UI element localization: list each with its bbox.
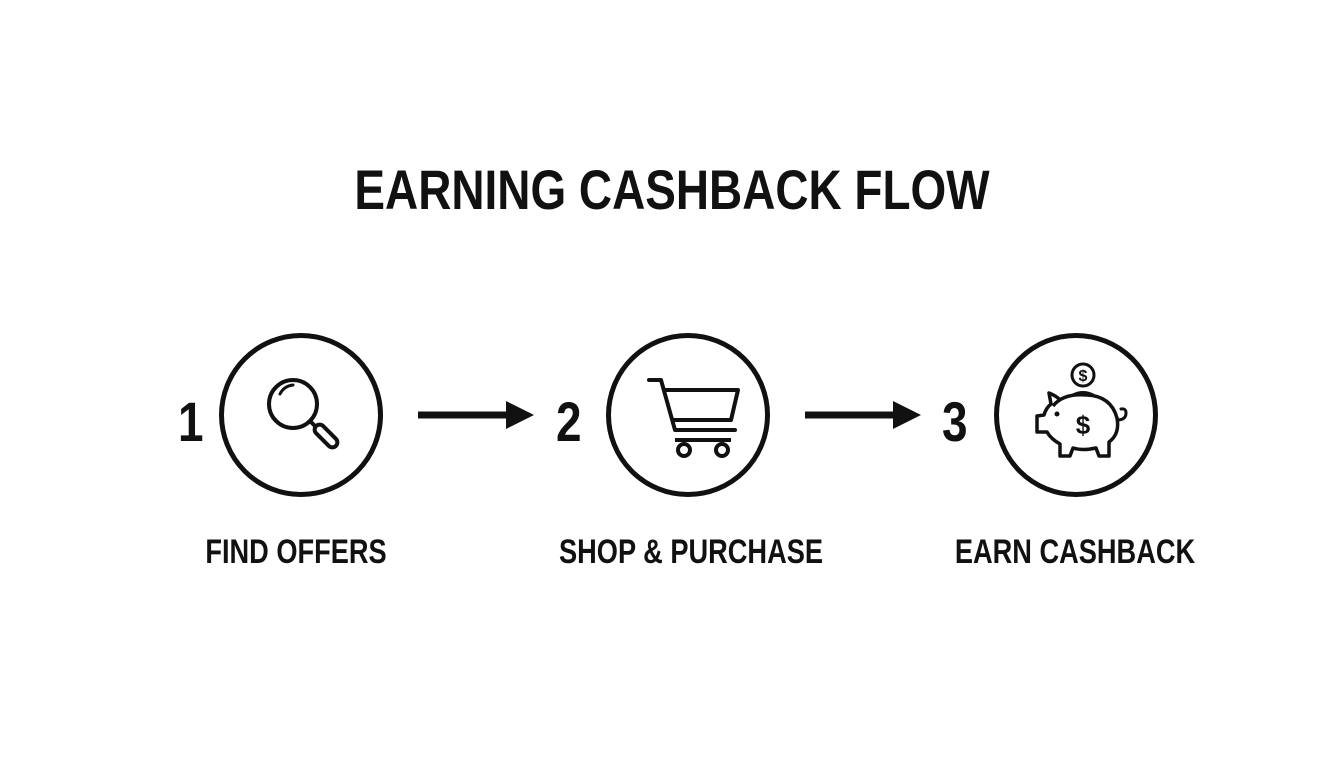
step-3-label: EARN CASHBACK: [954, 533, 1196, 571]
step-1-circle: [219, 333, 383, 497]
piggy-bank-icon: $ $: [1035, 362, 1128, 458]
step-1-label: FIND OFFERS: [205, 533, 387, 571]
diagram-title: EARNING CASHBACK FLOW: [354, 158, 990, 221]
svg-text:$: $: [1076, 410, 1091, 440]
arrow-2-icon: [805, 401, 921, 429]
arrow-1-icon: [418, 401, 534, 429]
step-3-number: 3: [942, 390, 968, 453]
magnifying-glass-icon: [267, 378, 340, 450]
step-2-label: SHOP & PURCHASE: [559, 533, 823, 571]
step-2-number: 2: [556, 390, 582, 453]
svg-text:$: $: [1079, 368, 1088, 385]
step-3-circle: $ $: [994, 333, 1158, 497]
step-2-circle: [606, 333, 770, 497]
shopping-cart-icon: [647, 378, 740, 458]
step-1-number: 1: [178, 390, 204, 453]
